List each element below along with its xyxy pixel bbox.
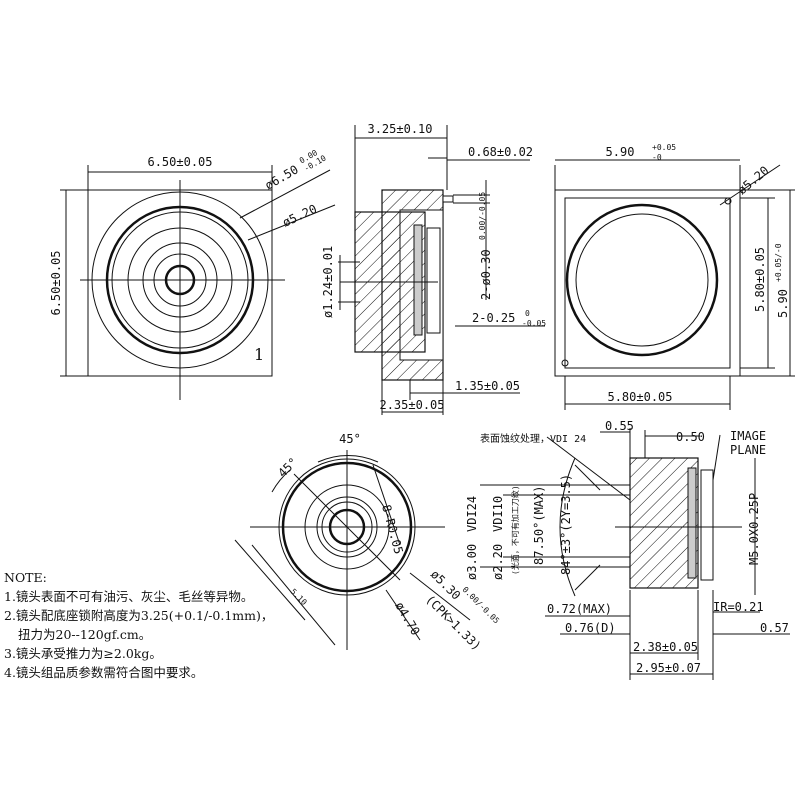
dim-2-38: 2.38±0.05 [633, 640, 698, 654]
surface-note: 表面蚀纹处理，VDI 24 [480, 432, 586, 445]
notes-title: NOTE: [4, 570, 47, 585]
back-height-inner: 5.80±0.05 [753, 247, 767, 312]
image-plane-line1: IMAGE [730, 429, 766, 443]
note-item: 2.镜头配底座锁附高度为3.25(+0.1/-0.1mm)， [4, 608, 274, 623]
side-pin-len-tol-lower: -0.05 [522, 319, 546, 328]
dim-0-55: 0.55 [605, 419, 634, 433]
lens-outer-dia-tol: 0.00/-0.05 [461, 585, 502, 626]
thread-spec: M5.0X0.25P [747, 493, 761, 565]
back-width-top: 5.90 [606, 145, 635, 159]
lens-inner-dia: ø4.70 [392, 600, 422, 638]
fov-max: 87.50°(MAX) [532, 486, 546, 565]
note-item: 3.镜头承受推力为≥2.0kg。 [4, 646, 162, 661]
side-pin-dia-tol: 0.00/-0.05 [478, 192, 487, 240]
dim-2-95: 2.95±0.07 [636, 661, 701, 675]
front-inner-dia: ø5.20 [280, 202, 319, 230]
side-top-offset: 0.68±0.02 [468, 145, 533, 159]
fov-nominal: 84°±3°(2Y=3.5) [559, 474, 573, 575]
front-outer-dia: ø6.50 [263, 162, 301, 192]
lens-angle-1: 45° [339, 432, 361, 446]
notes-block: NOTE: 1.镜头表面不可有油污、灰尘、毛丝等异物。 2.镜头配底座锁附高度为… [4, 568, 273, 682]
dia-3-00: ø3.00 [465, 544, 479, 580]
front-width-dim: 6.50±0.05 [147, 155, 212, 169]
side-pin-len: 2-0.25 [472, 311, 515, 325]
note-item: 扭力为20--120gf.cm。 [18, 627, 152, 642]
back-width-bottom: 5.80±0.05 [607, 390, 672, 404]
front-height-dim: 6.50±0.05 [49, 250, 63, 315]
pin-one-mark: 1 [254, 345, 264, 364]
lens-section-view: 表面蚀纹处理，VDI 24 0.55 0.50 IMAGE PLANE VDI2… [465, 419, 790, 680]
dim-0-50: 0.50 [676, 430, 705, 444]
back-view: 5.90 +0.05 -0 ø5.20 5.80±0.05 5.90 +0.05… [554, 143, 795, 410]
note-item: 4.镜头组品质参数需符合图中要求。 [4, 665, 204, 680]
dim-0-57: 0.57 [760, 621, 789, 635]
polish-note: (光面，不可有加工刀纹) [510, 485, 520, 575]
dim-0-72: 0.72(MAX) [547, 602, 612, 616]
lens-top-view: 45° 45° 8-R0.05 5.10 ø5.30 0.00/-0.05 (C… [234, 432, 502, 653]
vdi24-label: VDI24 [465, 496, 479, 532]
side-view: 3.25±0.10 0.68±0.02 2-ø0.30 0.00/-0.05 2… [321, 122, 546, 415]
side-pin-dia: 2-ø0.30 [479, 249, 493, 300]
side-aperture-dia: ø1.24±0.01 [321, 246, 335, 318]
vdi10-label: VDI10 [491, 496, 505, 532]
back-width-top-tol-lower: -0 [652, 153, 662, 162]
image-plane-line2: PLANE [730, 443, 766, 457]
front-view: 6.50±0.05 6.50±0.05 ø6.50 0.00 -0.10 ø5.… [49, 148, 336, 400]
ir-thickness: IR=0.21 [713, 600, 764, 614]
side-base-height: 1.35±0.05 [455, 379, 520, 393]
back-height-outer-tol: +0.05/-0 [774, 243, 783, 282]
back-width-top-tol-upper: +0.05 [652, 143, 676, 152]
back-height-outer: 5.90 [776, 289, 790, 318]
side-pin-len-tol-upper: 0 [525, 309, 530, 318]
dia-2-20: ø2.20 [491, 544, 505, 580]
side-total-height: 3.25±0.10 [367, 122, 432, 136]
dim-0-76: 0.76(D) [565, 621, 616, 635]
side-holder-height: 2.35±0.05 [379, 398, 444, 412]
note-item: 1.镜头表面不可有油污、灰尘、毛丝等异物。 [4, 589, 254, 604]
